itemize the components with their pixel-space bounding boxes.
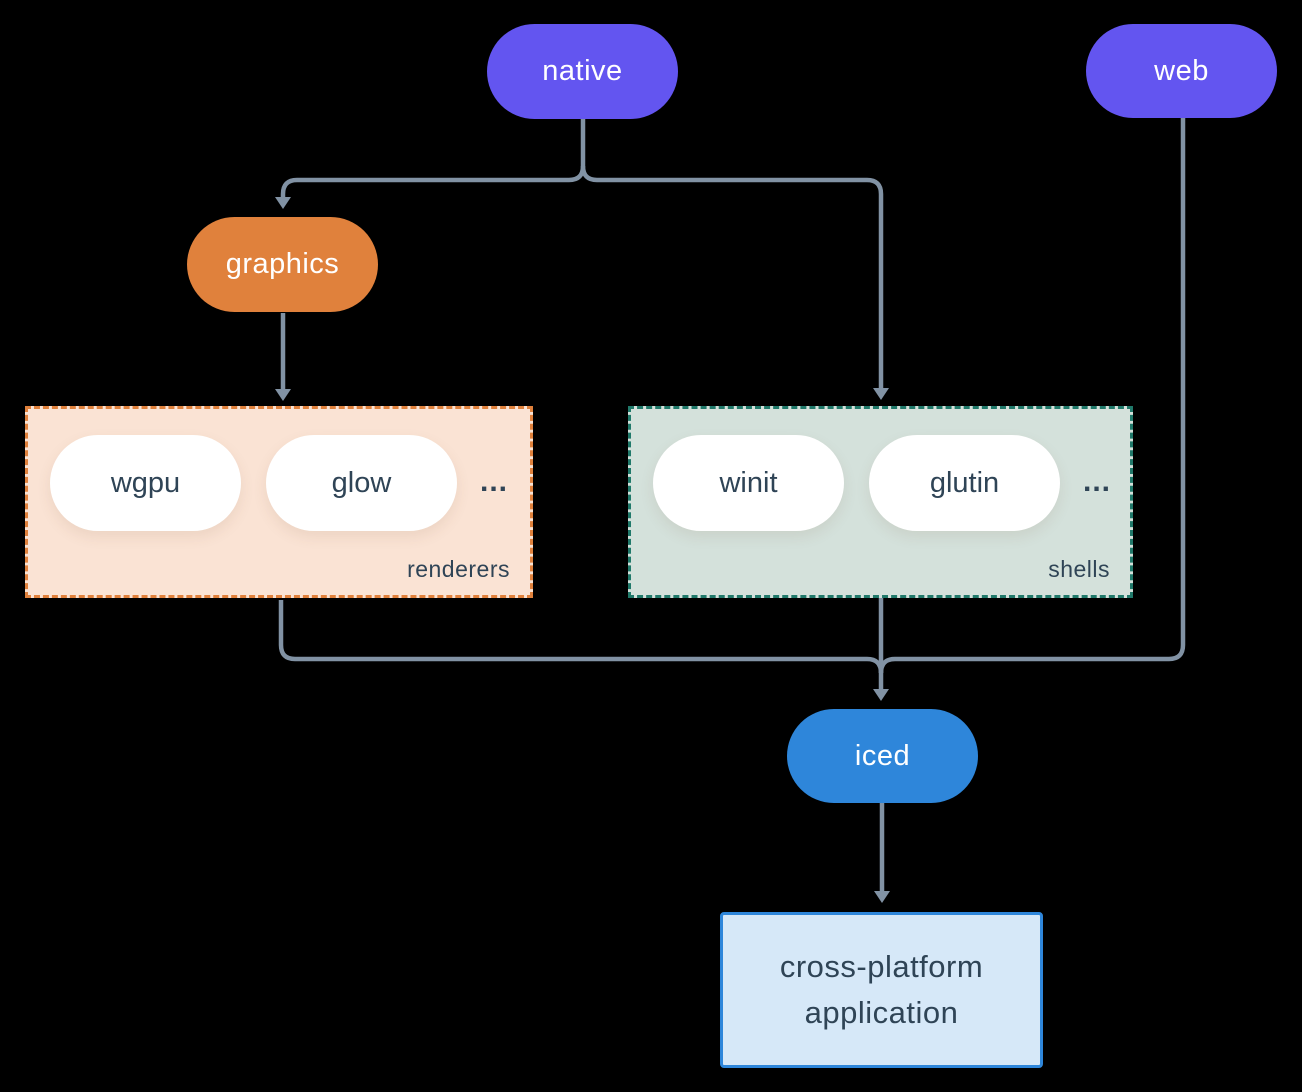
edge-native-to-shells bbox=[580, 165, 884, 388]
node-glow-label: glow bbox=[331, 466, 392, 499]
node-wgpu-label: wgpu bbox=[110, 466, 181, 499]
node-web: web bbox=[1086, 24, 1277, 118]
node-graphics: graphics bbox=[187, 217, 378, 312]
edge-lines bbox=[278, 118, 1186, 891]
edge-renderers-to-junction bbox=[278, 600, 884, 674]
node-iced-label: iced bbox=[854, 739, 911, 772]
group-shells: winit glutin ... shells bbox=[628, 406, 1133, 598]
node-wgpu: wgpu bbox=[50, 435, 241, 531]
node-glutin: glutin bbox=[869, 435, 1060, 531]
node-glow: glow bbox=[266, 435, 457, 531]
group-renderers: wgpu glow ... renderers bbox=[25, 406, 533, 598]
edge-native-to-graphics bbox=[280, 165, 586, 197]
shells-ellipsis: ... bbox=[1083, 465, 1112, 498]
renderers-group-label: renderers bbox=[407, 556, 510, 582]
arrowheads bbox=[275, 197, 890, 903]
arrowhead-into-application bbox=[874, 891, 890, 903]
node-winit: winit bbox=[653, 435, 844, 531]
shells-group-label: shells bbox=[1048, 556, 1110, 582]
node-graphics-label: graphics bbox=[225, 248, 340, 280]
arrowhead-into-shells bbox=[873, 388, 889, 400]
arrowhead-into-graphics bbox=[275, 197, 291, 209]
renderers-ellipsis: ... bbox=[480, 465, 509, 498]
node-winit-label: winit bbox=[719, 466, 778, 499]
node-web-label: web bbox=[1154, 54, 1209, 87]
arrowhead-into-iced bbox=[873, 689, 889, 701]
arrowhead-into-renderers bbox=[275, 389, 291, 401]
node-cross-platform-application: cross-platform application bbox=[720, 912, 1043, 1068]
node-native: native bbox=[487, 24, 678, 119]
application-label: cross-platform application bbox=[779, 949, 984, 1030]
node-iced: iced bbox=[787, 709, 978, 803]
node-native-label: native bbox=[542, 55, 623, 87]
node-glutin-label: glutin bbox=[929, 466, 1000, 499]
